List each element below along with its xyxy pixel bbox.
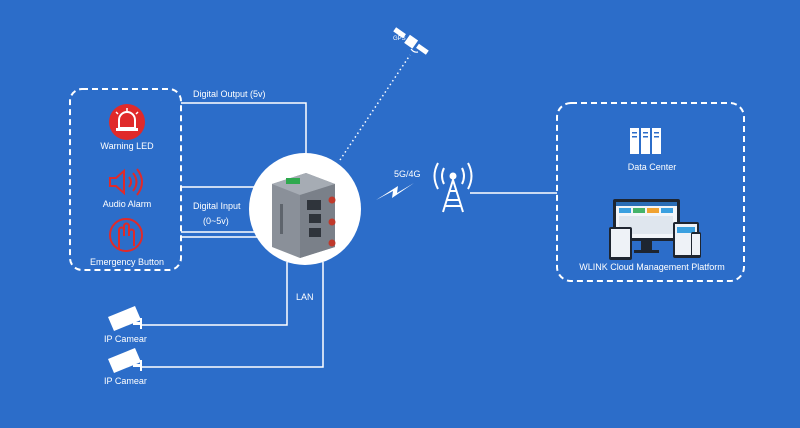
ip-camera-icon [108,306,142,331]
digital-output-line [181,102,307,160]
cloud-group-box [556,102,745,282]
wireless-signal-icon [376,183,414,200]
gps-satellite-icon [393,27,429,55]
emergency-button-label: Emergency Button [89,257,165,267]
lan-line-camera-1 [140,262,288,326]
sensor-group-box [69,88,182,271]
speaker-icon [109,168,143,196]
digital-output-label: Digital Output (5v) [193,89,266,99]
data-center-label: Data Center [627,162,677,172]
data-center-icon [630,128,661,154]
router-device [249,153,361,265]
audio-alarm-label: Audio Alarm [102,199,152,209]
ip-camera-label: IP Camear [104,376,147,386]
digital-input-range-label: (0~5v) [203,216,229,226]
platform-label: WLINK Cloud Management Platform [579,262,725,272]
warning-led-icon [109,104,145,140]
platform-devices-image [609,199,701,260]
digital-input-label: Digital Input [193,201,241,211]
cell-tower-icon [433,162,473,213]
ip-camera-icon [108,348,142,373]
emergency-button-icon [109,218,143,252]
lan-line-camera-2 [140,262,324,368]
gps-label: GPS [393,36,406,42]
lan-label: LAN [296,292,314,302]
ip-camera-label: IP Camear [104,334,147,344]
cellular-label: 5G/4G [394,169,421,179]
warning-led-label: Warning LED [100,141,154,151]
gps-dotted-line [339,54,411,161]
